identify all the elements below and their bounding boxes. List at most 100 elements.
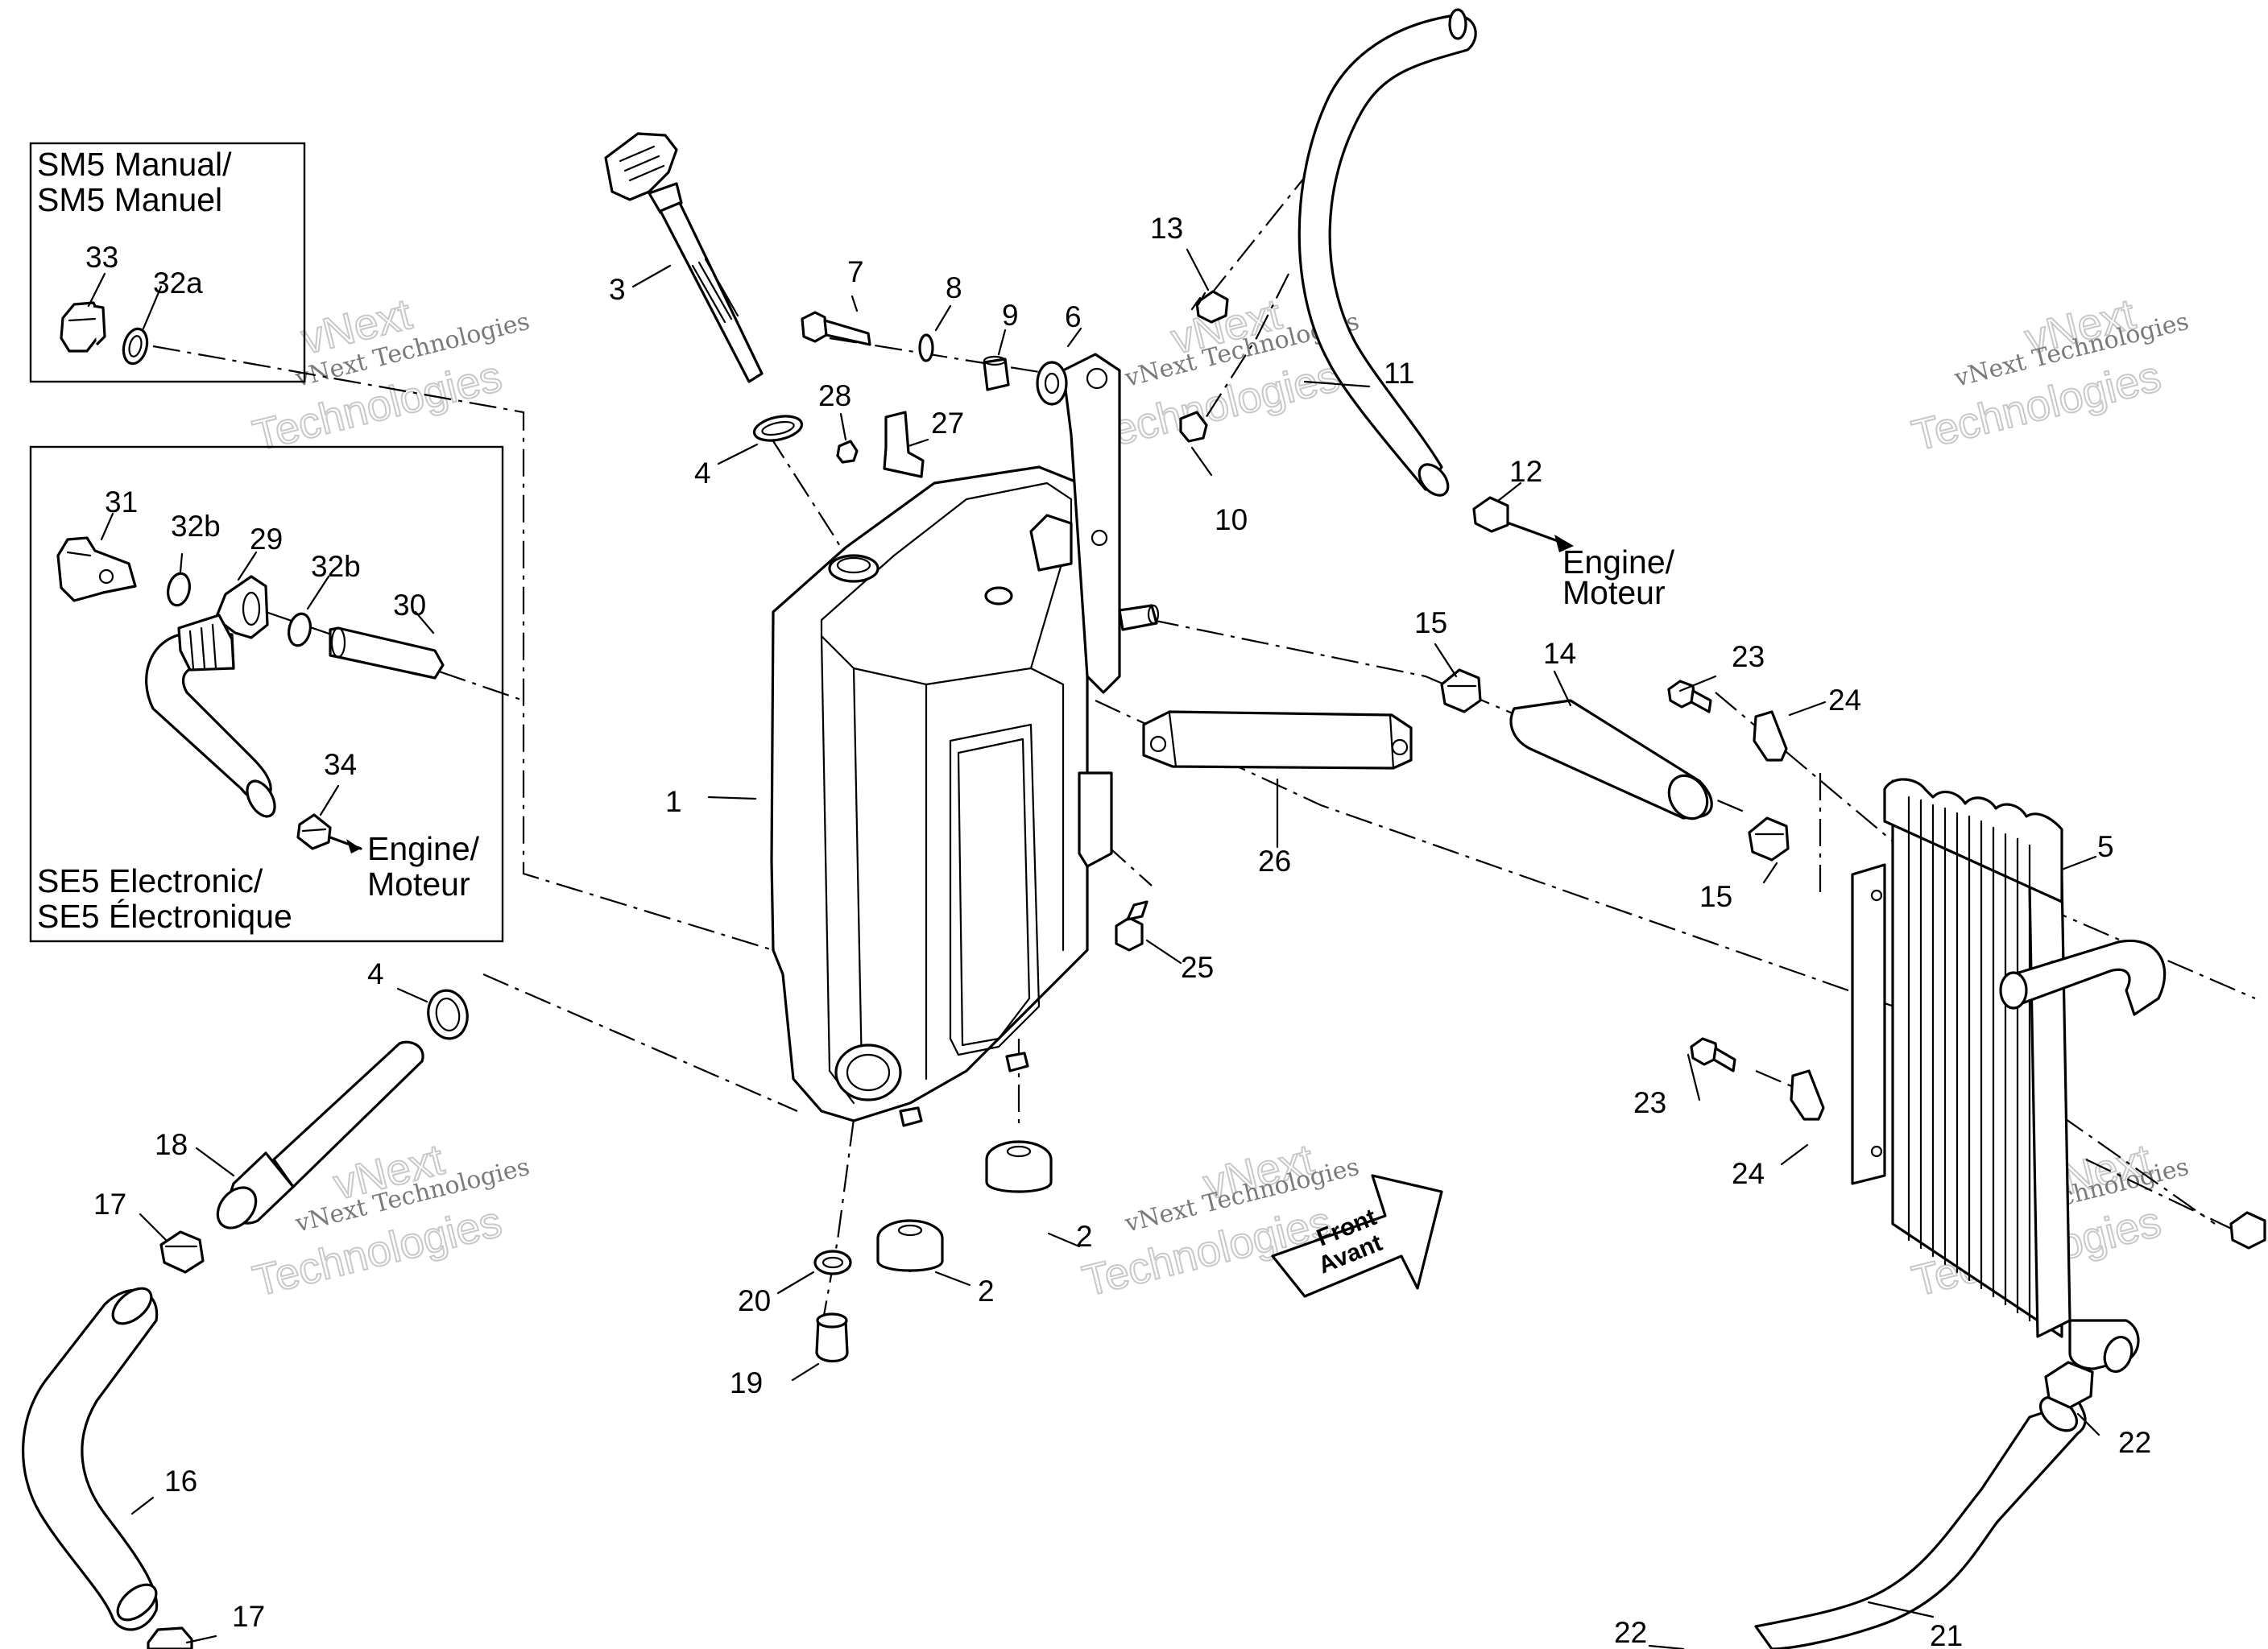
- engine-arrow-se5-head: [346, 839, 361, 853]
- washer-32b-right-icon: [288, 612, 312, 647]
- engine-label-se5-line2: Moteur: [367, 866, 470, 903]
- hose-16: [22, 1287, 159, 1631]
- callout-25: 25: [1181, 951, 1214, 984]
- ring-20: [813, 1250, 852, 1275]
- engine-label-top-line2: Moteur: [1562, 574, 1666, 611]
- sm5-manual-inset: SM5 Manual/ SM5 Manuel: [29, 142, 306, 383]
- callout-4-top: 4: [694, 457, 711, 490]
- hose-21: [1754, 1395, 2087, 1649]
- tank-bracket: [1062, 353, 1121, 694]
- callout-32a: 32a: [153, 267, 203, 300]
- callout-29: 29: [250, 523, 283, 556]
- callout-9: 9: [1002, 299, 1019, 332]
- callout-31: 31: [105, 486, 138, 519]
- callout-numbers: 1 2 2 3 4 4 5 6 7 8 9 10 11 12 13 14 15 …: [85, 212, 2151, 1649]
- bolt-30-icon: [329, 626, 445, 680]
- oil-cooler-5: [1851, 778, 2167, 1373]
- clamp-17-bottom: [147, 1626, 193, 1649]
- grommet-2-left: [876, 1219, 944, 1272]
- callout-24-bottom: 24: [1732, 1157, 1765, 1190]
- bolt-23-top: [1667, 680, 1712, 713]
- engine-label-se5-line1: Engine/: [367, 830, 480, 867]
- clip-24-bottom: [1790, 1069, 1825, 1121]
- bracket-27: [883, 411, 925, 478]
- se5-electronic-inset: SE5 Electronic/ SE5 Électronique: [29, 445, 504, 943]
- washer-8: [918, 333, 934, 362]
- callout-32b-right: 32b: [311, 550, 361, 583]
- bracket-26: [1142, 710, 1413, 770]
- clamp-17-top: [159, 1230, 205, 1274]
- callout-18: 18: [155, 1128, 188, 1161]
- callout-15-top: 15: [1414, 606, 1447, 639]
- oil-tank-1: [770, 353, 1160, 1127]
- clamp-22: [2044, 1361, 2094, 1409]
- se5-title-line2: SE5 Électronique: [37, 898, 292, 935]
- engine-arrow-top-head: [1554, 535, 1574, 552]
- sm5-inset-frame: [29, 142, 306, 383]
- callout-10: 10: [1215, 503, 1248, 536]
- nut-10: [1179, 411, 1208, 443]
- clamp-15-top: [1440, 668, 1482, 713]
- callout-33: 33: [85, 241, 118, 274]
- clamp-13: [1190, 290, 1229, 324]
- callout-2-right: 2: [1076, 1220, 1093, 1253]
- spacer-9: [983, 355, 1010, 391]
- watermark-right-top: vNext vNext Technologies Technologies: [1906, 289, 2191, 461]
- fill-neck: [828, 554, 879, 583]
- callout-leaders: [87, 248, 2100, 1649]
- callout-6: 6: [1065, 300, 1082, 333]
- callout-23-bottom: 23: [1633, 1086, 1666, 1119]
- hose-14: [1509, 699, 1713, 820]
- callout-21: 21: [1930, 1619, 1963, 1649]
- callout-23-top: 23: [1732, 640, 1765, 673]
- callout-22-right: 22: [2118, 1426, 2151, 1459]
- callout-4-lower: 4: [367, 957, 384, 990]
- callout-17-bottom: 17: [232, 1600, 265, 1633]
- callout-13: 13: [1150, 212, 1183, 245]
- o-ring-4-top: [752, 415, 804, 442]
- callout-24-top: 24: [1828, 684, 1861, 717]
- banjo-bolt-31-icon: [56, 536, 137, 602]
- callout-27: 27: [931, 407, 964, 440]
- callout-28: 28: [818, 379, 851, 412]
- callout-11: 11: [1384, 357, 1414, 390]
- engine-arrow-top-shaft: [1508, 522, 1564, 544]
- plug-19: [815, 1312, 849, 1362]
- callout-34: 34: [324, 748, 357, 781]
- clamp-15-bottom: [1748, 816, 1790, 862]
- callout-5: 5: [2097, 830, 2114, 863]
- hose-se5-icon: [145, 614, 276, 818]
- callout-30: 30: [393, 589, 426, 622]
- se5-title-line1: SE5 Electronic/: [37, 862, 263, 899]
- fitting-18: [216, 1040, 424, 1230]
- callout-17-top: 17: [93, 1188, 126, 1221]
- sm5-title-line2: SM5 Manuel: [37, 181, 222, 218]
- clip-24-top: [1753, 710, 1788, 762]
- callout-20: 20: [738, 1284, 771, 1317]
- se5-inset-frame: [29, 445, 504, 943]
- nut-28: [836, 440, 859, 464]
- grommet-6: [1036, 361, 1068, 406]
- callout-7: 7: [847, 255, 864, 288]
- engine-label-top-line1: Engine/: [1562, 543, 1675, 581]
- washer-32a-icon: [122, 327, 149, 366]
- callout-19: 19: [730, 1366, 763, 1399]
- callout-22-bottom: 22: [1614, 1616, 1647, 1649]
- washer-32b-left-icon: [167, 572, 191, 607]
- nut-right: [2229, 1211, 2266, 1250]
- callout-8: 8: [946, 271, 962, 304]
- callout-32b-left: 32b: [171, 510, 221, 543]
- clamp-12: [1472, 496, 1509, 533]
- callout-15-bottom: 15: [1699, 880, 1732, 913]
- callout-26: 26: [1258, 845, 1291, 878]
- callout-1: 1: [665, 785, 682, 818]
- callout-2-left: 2: [978, 1275, 995, 1308]
- o-ring-4-lower: [427, 989, 469, 1040]
- callout-3: 3: [609, 273, 626, 306]
- callout-14: 14: [1543, 637, 1576, 670]
- sm5-title-line1: SM5 Manual/: [37, 146, 232, 183]
- vent-hose-11: [1297, 8, 1477, 497]
- bolt-7: [801, 311, 871, 346]
- grommet-2-right: [985, 1140, 1053, 1193]
